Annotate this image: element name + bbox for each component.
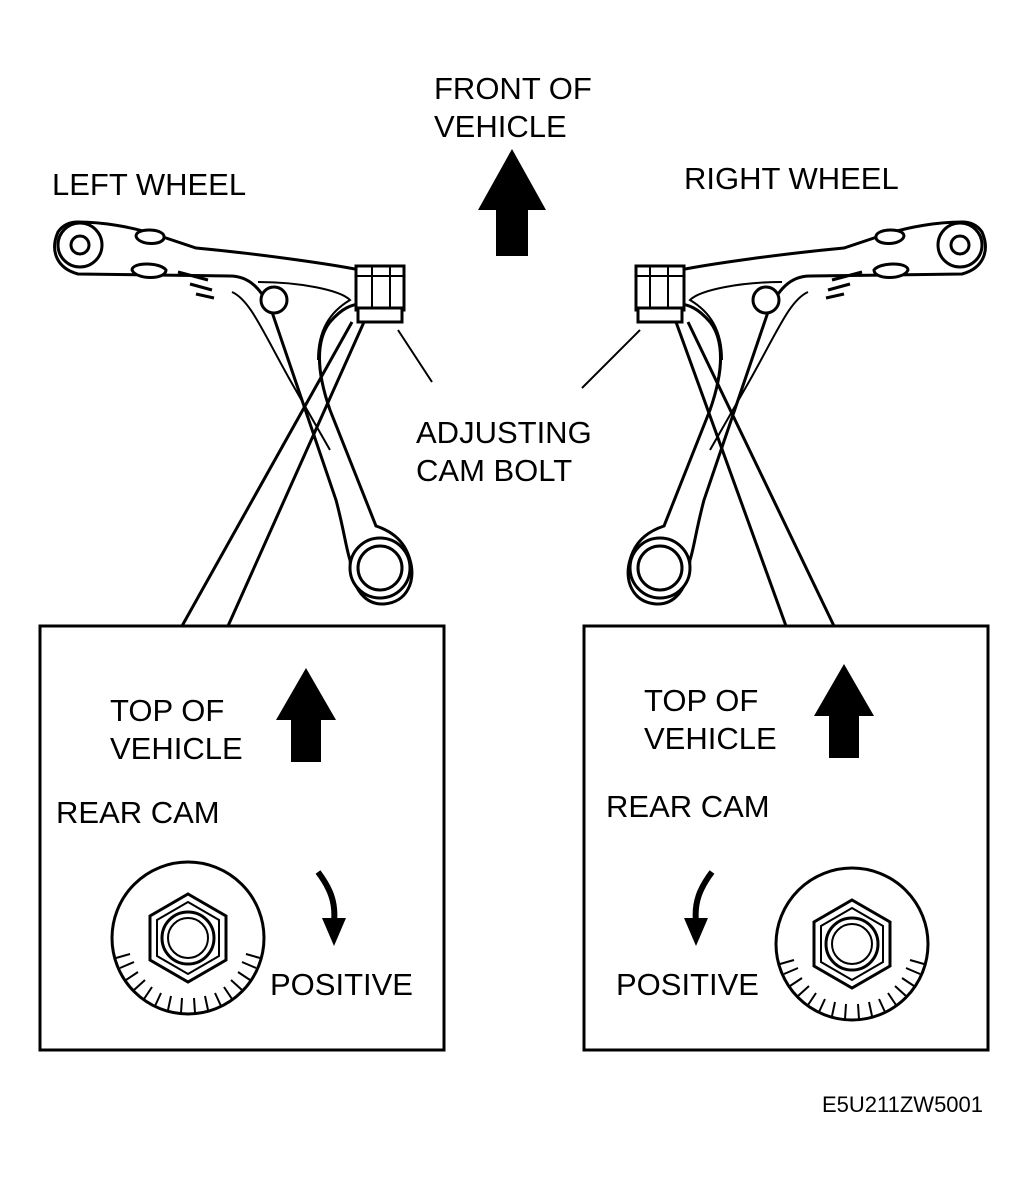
right-rear-cam-label: REAR CAM: [606, 789, 770, 824]
adjusting-cam-bolt-line1: ADJUSTING: [416, 415, 592, 450]
right-top-arrow-icon: [814, 664, 874, 758]
adjusting-cam-bolt-line2: CAM BOLT: [416, 453, 573, 488]
right-positive-label: POSITIVE: [616, 967, 759, 1002]
left-rotation-arrow-icon: [315, 870, 346, 946]
left-control-arm: [53, 220, 414, 606]
left-cam-nut-icon: [110, 860, 266, 1016]
left-callout-lines: [180, 321, 366, 627]
right-wheel-label: RIGHT WHEEL: [684, 161, 899, 196]
front-of-vehicle-line1: FRONT OF: [434, 71, 592, 106]
right-top-of-vehicle-line1: TOP OF: [644, 683, 759, 718]
left-rear-cam-label: REAR CAM: [56, 795, 220, 830]
right-rotation-arrow-icon: [684, 870, 715, 946]
front-arrow-icon: [478, 149, 546, 256]
right-cam-leader: [581, 329, 641, 389]
figure-code: E5U211ZW5001: [822, 1092, 984, 1117]
right-control-arm: [626, 220, 987, 606]
right-top-of-vehicle-line2: VEHICLE: [644, 721, 777, 756]
front-of-vehicle-line2: VEHICLE: [434, 109, 567, 144]
right-callout-lines: [674, 321, 836, 627]
right-cam-nut-icon: [774, 866, 930, 1022]
left-wheel-label: LEFT WHEEL: [52, 167, 247, 202]
left-top-of-vehicle-line2: VEHICLE: [110, 731, 243, 766]
left-top-arrow-icon: [276, 668, 336, 762]
left-cam-leader: [397, 329, 433, 383]
left-positive-label: POSITIVE: [270, 967, 413, 1002]
left-top-of-vehicle-line1: TOP OF: [110, 693, 225, 728]
